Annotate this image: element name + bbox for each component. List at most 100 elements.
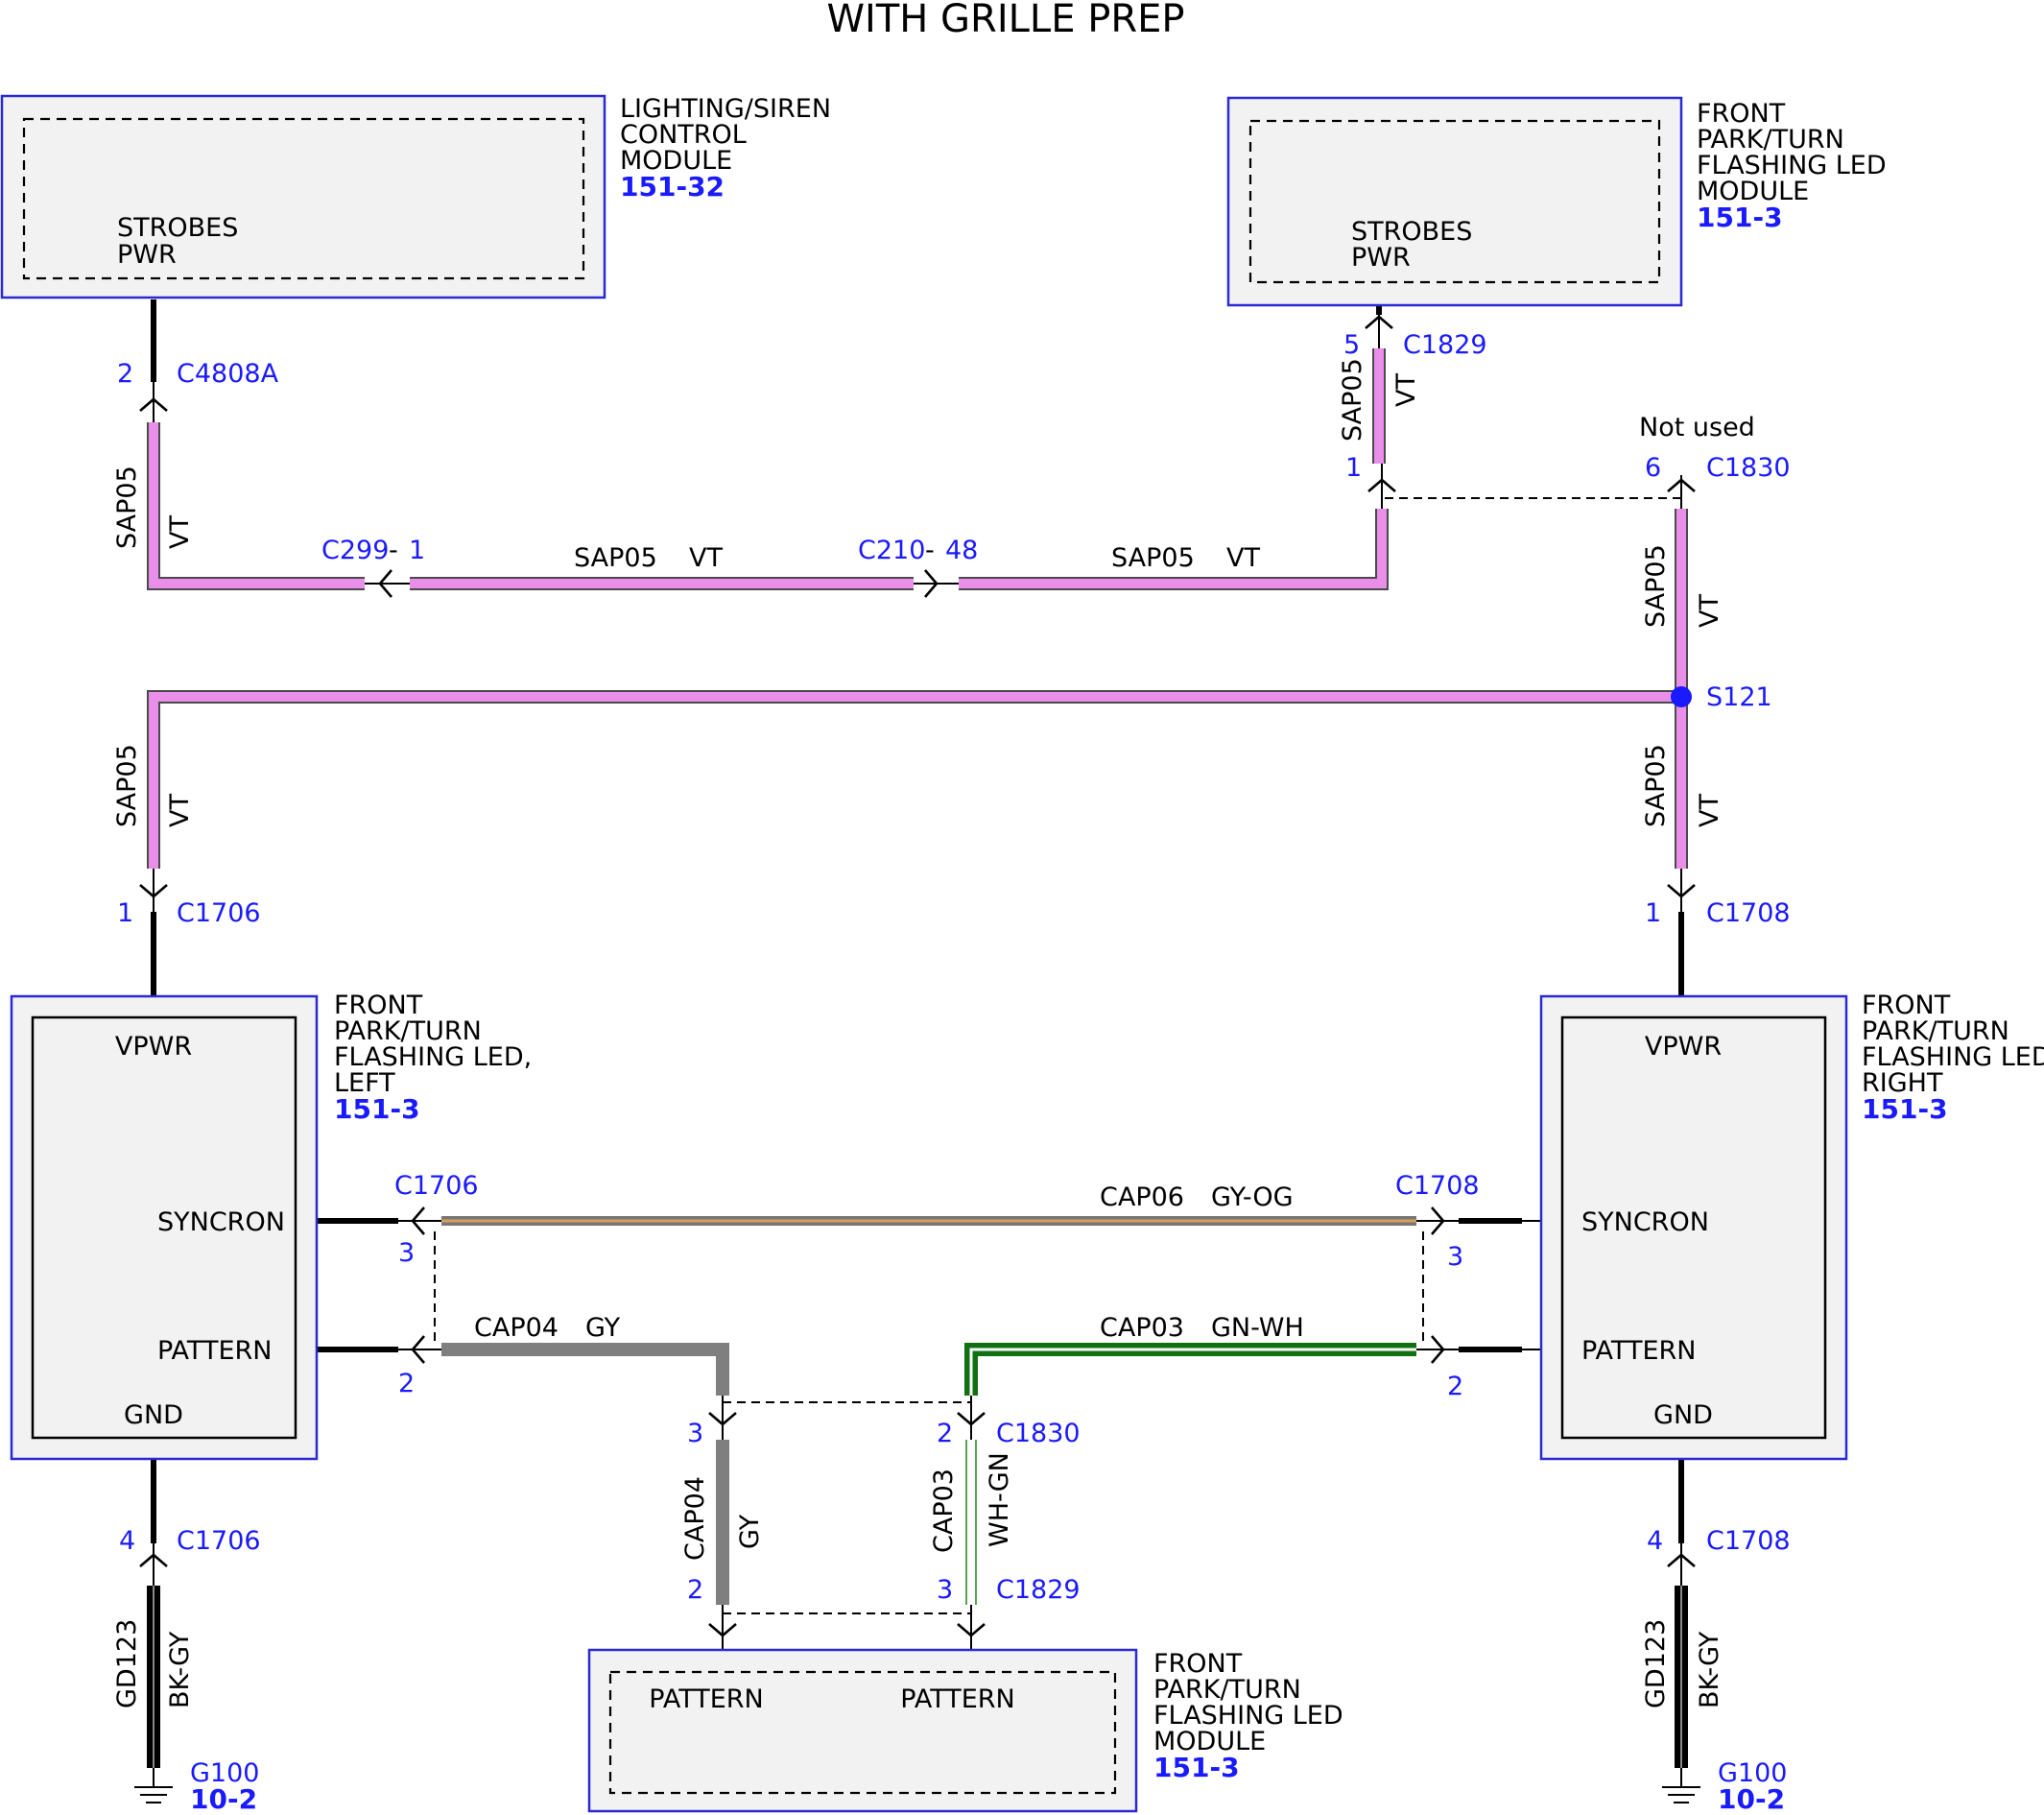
module-name-line: PARK/TURN [1862, 1016, 2009, 1046]
pin-label-vpwr: VPWR [115, 1032, 192, 1062]
module-ref-link[interactable]: 151-3 [334, 1093, 420, 1125]
wire-color-label: VT [1226, 543, 1260, 573]
wire-circuit-label: SAP05 [112, 466, 142, 549]
module-name-line: MODULE [1697, 177, 1809, 206]
wire-circuit-label: SAP05 [112, 744, 142, 827]
pin-label-pattern: PATTERN [649, 1684, 763, 1714]
module-ref-link[interactable]: 151-3 [1697, 202, 1783, 233]
pin-number: 3 [687, 1419, 703, 1448]
pin-c4808a [139, 382, 168, 422]
wire-color-label: GN-WH [1211, 1313, 1304, 1343]
pin-number: 2 [117, 359, 133, 389]
connector-c1829-label: C1829 [996, 1575, 1081, 1605]
splice-s121 [1671, 686, 1692, 707]
connector-c1830-label: C1830 [996, 1419, 1081, 1448]
pin-c1708-3 [1416, 1206, 1459, 1235]
connector-c1706-label: C1706 [394, 1171, 479, 1201]
module-name-line: CONTROL [620, 120, 747, 150]
connector-c210-label: C210 [858, 536, 925, 565]
module-name-line: LIGHTING/SIREN [620, 94, 831, 124]
module-name-line: PARK/TURN [334, 1016, 482, 1046]
svg-text:-: - [925, 536, 935, 565]
ground-symbol-left [134, 1768, 173, 1803]
module-name-line: FRONT [1153, 1649, 1243, 1679]
module-name-line: FLASHING LED [1697, 151, 1887, 180]
module-name-line: LEFT [334, 1068, 395, 1098]
pin-c1829-2 [708, 1605, 737, 1647]
pin-number: 2 [687, 1575, 703, 1605]
module-top-flasher: STROBES PWR FRONT PARK/TURN FLASHING LED… [1226, 96, 1887, 307]
ground-ref-link[interactable]: 10-2 [190, 1783, 257, 1815]
wire-circuit-label: CAP03 [929, 1469, 959, 1553]
ground-symbol-right [1662, 1768, 1700, 1803]
wire-circuit-label: SAP05 [1338, 358, 1367, 442]
pin-number: 1 [1345, 453, 1362, 483]
module-name-line: MODULE [620, 146, 732, 176]
pin-number: 4 [1647, 1526, 1663, 1556]
pin-number: 5 [1343, 330, 1360, 360]
wire-color-label: VT [1695, 594, 1724, 628]
pin-number: 3 [1447, 1242, 1463, 1272]
pin-label-vpwr: VPWR [1645, 1032, 1722, 1062]
pin-c1830-6 [1667, 475, 1696, 509]
module-name-line: FRONT [1697, 99, 1786, 129]
pin-label-strobes: STROBES [117, 213, 238, 243]
pin-label-pattern: PATTERN [900, 1684, 1014, 1714]
wire-circuit-label: SAP05 [1641, 744, 1671, 827]
pin-c1706-1 [139, 869, 168, 912]
pin-c1830-3 [708, 1396, 737, 1440]
module-ref-link[interactable]: 151-3 [1153, 1752, 1240, 1783]
pin-label-pwr: PWR [117, 240, 177, 270]
module-name-line: FRONT [334, 991, 423, 1020]
wire-color-label: GY-OG [1211, 1182, 1294, 1212]
pin-number: 1 [117, 898, 133, 928]
pin-c1706-4 [139, 1543, 168, 1586]
pin-number: 4 [119, 1526, 135, 1556]
module-name-line: FLASHING LED, [334, 1042, 532, 1072]
connector-c1708-label: C1708 [1706, 898, 1791, 928]
module-lighting-siren: STROBES PWR LIGHTING/SIREN CONTROL MODUL… [0, 94, 831, 299]
module-ref-link[interactable]: 151-3 [1862, 1093, 1948, 1125]
wire-circuit-label: SAP05 [1111, 543, 1195, 573]
wire-color-label: VT [165, 515, 195, 549]
wire-cap04 [441, 1343, 729, 1396]
connector-c1829-label: C1829 [1403, 330, 1487, 360]
connector-c1708-label: C1708 [1395, 1171, 1480, 1201]
pin-label-syncron: SYNCRON [157, 1207, 285, 1237]
connector-c1708-label: C1708 [1706, 1526, 1791, 1556]
pin-label-gnd: GND [1653, 1400, 1713, 1430]
wire-circuit-label: CAP04 [680, 1476, 710, 1561]
pin-number: 48 [945, 536, 978, 565]
pin-c1708-1 [1667, 869, 1696, 912]
module-name-line: FLASHING LED, [1862, 1042, 2044, 1072]
wire-color-label: BK-GY [165, 1631, 195, 1708]
connector-c299-label: C299 [321, 536, 389, 565]
module-name-line: PARK/TURN [1153, 1675, 1301, 1705]
wire-color-label: GY [585, 1313, 621, 1343]
wire-sap05-left-vertical [147, 690, 1681, 869]
module-bottom-flasher: PATTERN PATTERN FRONT PARK/TURN FLASHING… [587, 1648, 1343, 1813]
module-name-line: PARK/TURN [1697, 125, 1844, 155]
pin-c1706-2 [398, 1335, 441, 1364]
module-ref-link[interactable]: 151-32 [620, 171, 725, 203]
pin-label-strobes: STROBES [1351, 217, 1472, 247]
module-right-led: VPWR SYNCRON PATTERN GND FRONT PARK/TURN… [1539, 991, 2044, 1461]
pin-number: 6 [1645, 453, 1661, 483]
connector-c4808a-label: C4808A [177, 359, 279, 389]
wire-color-label: VT [1695, 794, 1724, 827]
wire-color-label: WH-GN [985, 1452, 1014, 1547]
wire-color-label: VT [689, 543, 723, 573]
connector-c1706-label: C1706 [177, 1526, 261, 1556]
wire-color-label: GY [735, 1514, 765, 1549]
pin-label-gnd: GND [124, 1400, 183, 1430]
pin-c1706-3 [398, 1206, 441, 1235]
pin-number: 1 [409, 536, 425, 565]
splice-s121-label: S121 [1706, 682, 1772, 712]
module-name-line: FLASHING LED [1153, 1701, 1343, 1731]
ground-ref-link[interactable]: 10-2 [1718, 1783, 1785, 1815]
pin-label-pattern: PATTERN [1581, 1336, 1696, 1366]
module-name-line: MODULE [1153, 1727, 1266, 1756]
pin-number: 1 [1645, 898, 1661, 928]
connector-c1706-label: C1706 [177, 898, 261, 928]
